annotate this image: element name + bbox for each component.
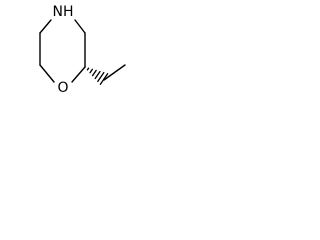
atom-nitrogen-label: NH [53,4,74,20]
skeletal-structure-diagram: NH O [39,4,126,96]
atom-oxygen-label: O [57,80,68,96]
bond-o-c6 [71,66,86,83]
bond-ch2-ch3 [103,64,126,81]
stereo-hashed-wedge-bond [86,67,109,85]
bond-c5-n [74,19,86,34]
bond-c2-o [39,64,55,83]
bond-n-c3 [39,19,52,34]
